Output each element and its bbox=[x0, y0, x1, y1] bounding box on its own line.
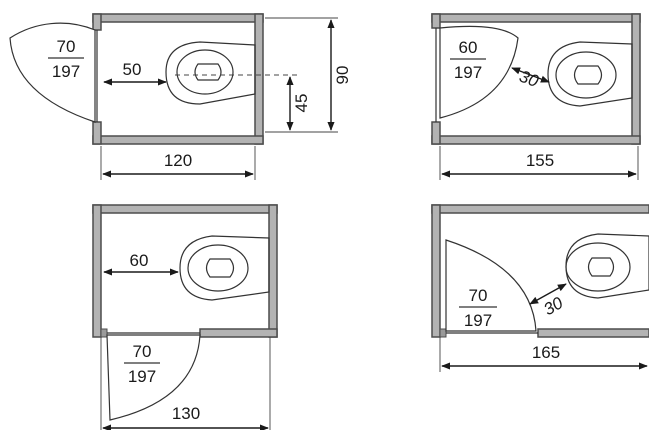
wall-top bbox=[431, 13, 641, 23]
toilet-icon bbox=[179, 235, 270, 301]
door-width-label: 60 bbox=[459, 38, 478, 57]
wall-bottom bbox=[92, 135, 264, 145]
wall-left-lower bbox=[92, 121, 102, 145]
wall-bottom-right bbox=[199, 328, 278, 338]
width-label: 155 bbox=[526, 151, 554, 170]
toilet-icon bbox=[165, 41, 256, 105]
wall-bottom-right bbox=[537, 328, 649, 338]
wall-right bbox=[268, 204, 278, 338]
width-label: 130 bbox=[172, 404, 200, 423]
wall-left-lower bbox=[431, 121, 441, 145]
diagonal-label: 30 bbox=[517, 67, 542, 92]
door-post bbox=[439, 328, 447, 338]
door-swing bbox=[106, 334, 201, 421]
door-width-label: 70 bbox=[469, 286, 488, 305]
door-swing bbox=[9, 22, 96, 123]
width-label: 120 bbox=[164, 151, 192, 170]
clearance-label: 60 bbox=[130, 251, 149, 270]
door-height-label: 197 bbox=[128, 367, 156, 386]
layout-bottom-right: 70 197 30 165 bbox=[431, 204, 649, 372]
layout-bottom-left: 70 197 60 130 bbox=[92, 204, 278, 430]
wall-left-upper bbox=[92, 13, 102, 31]
layout-top-left: 70 197 50 120 90 45 bbox=[9, 13, 352, 180]
wall-bottom bbox=[431, 135, 641, 145]
wall-right bbox=[254, 13, 264, 145]
wall-top bbox=[92, 204, 278, 214]
width-label: 165 bbox=[532, 343, 560, 362]
wall-right bbox=[631, 13, 641, 145]
door-width-label: 70 bbox=[133, 342, 152, 361]
wall-left bbox=[92, 204, 102, 338]
door-height-label: 197 bbox=[464, 311, 492, 330]
diagonal-dimension bbox=[529, 283, 567, 305]
door-post bbox=[100, 328, 108, 338]
door-swing bbox=[439, 25, 519, 119]
door-height-label: 197 bbox=[52, 62, 80, 81]
door-height-label: 197 bbox=[454, 63, 482, 82]
clearance-label: 50 bbox=[123, 60, 142, 79]
toilet-icon bbox=[565, 233, 649, 299]
toilet-icon bbox=[547, 41, 633, 107]
wall-left bbox=[431, 204, 441, 338]
wall-top bbox=[431, 204, 649, 214]
layout-top-right: 60 197 30 155 bbox=[431, 13, 641, 180]
door-swing bbox=[445, 239, 537, 332]
wall-top bbox=[92, 13, 264, 23]
axis-label: 45 bbox=[292, 94, 311, 113]
wall-left-upper bbox=[431, 13, 441, 29]
diagonal-label: 30 bbox=[540, 293, 566, 319]
depth-label: 90 bbox=[333, 66, 352, 85]
diagonal-dimension bbox=[511, 67, 550, 83]
door-width-label: 70 bbox=[57, 37, 76, 56]
